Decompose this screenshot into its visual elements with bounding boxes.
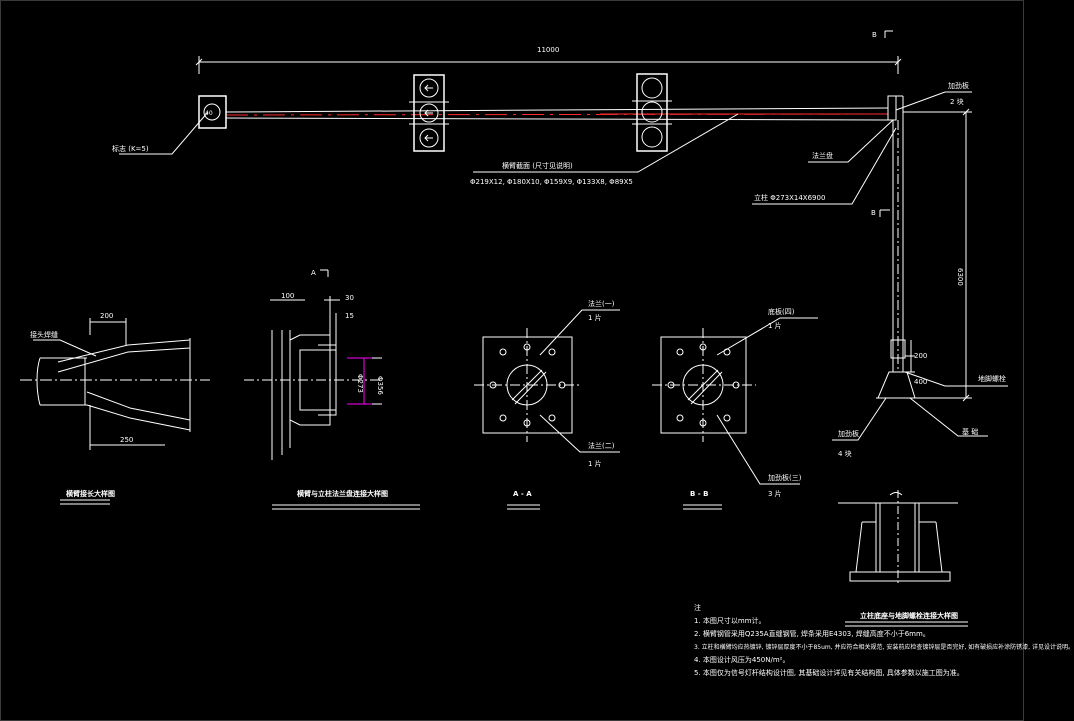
svg-text:200: 200: [914, 352, 927, 360]
note-line: 3. 立柱和横臂均应热镀锌, 镀锌层厚度不小于85um, 并应符合相关规范, 安…: [694, 644, 1074, 651]
svg-text:Φ219X12, Φ180X10, Φ159X9, Φ133: Φ219X12, Φ180X10, Φ159X9, Φ133X8, Φ89X5: [470, 178, 633, 186]
arrow-light-icon: [419, 103, 439, 123]
svg-text:法兰(二): 法兰(二): [588, 441, 615, 450]
svg-text:B: B: [872, 31, 877, 39]
main-elevation: 11000 B 40: [112, 30, 1008, 458]
round-light-icon: [641, 126, 663, 148]
svg-text:3 片: 3 片: [768, 489, 782, 498]
svg-text:法兰(一): 法兰(一): [588, 299, 615, 308]
notes-heading: 注: [694, 604, 701, 612]
base-dims: 200 400: [905, 340, 927, 386]
svg-text:接头焊缝: 接头焊缝: [30, 330, 58, 339]
section-mark-top: B: [872, 30, 893, 39]
arrow-light-icon: [419, 128, 439, 148]
svg-text:A: A: [311, 269, 316, 277]
cad-drawing: 11000 B 40: [20, 30, 1008, 627]
svg-text:6300: 6300: [956, 268, 964, 286]
svg-text:1 片: 1 片: [588, 459, 602, 468]
section-bb: 底板(四) 1 片 加劲板(三) 3 片 B - B: [652, 307, 818, 510]
note-line: 5. 本图仅为信号灯杆结构设计图, 其基础设计详见有关结构图, 具体参数以施工图…: [694, 669, 964, 677]
bb-title: B - B: [690, 490, 708, 498]
svg-text:基 础: 基 础: [962, 427, 978, 436]
round-signal-head: [632, 73, 672, 152]
note-line: 4. 本图设计风压为450N/m²。: [694, 656, 790, 664]
svg-text:30: 30: [345, 294, 354, 302]
svg-text:加劲板: 加劲板: [838, 429, 859, 438]
sign-box: 40: [198, 95, 227, 129]
svg-text:Φ273: Φ273: [356, 374, 364, 393]
base-detail-title: 立柱底座与地脚螺栓连接大样图: [860, 611, 958, 620]
arrow-signal-head: [409, 74, 449, 152]
horizontal-arm: [225, 107, 889, 121]
section-aa: 法兰(一) 1 片 法兰(二) 1 片 A - A: [474, 299, 620, 510]
section-mark-mid: B: [871, 209, 890, 217]
leaders: 标志 (K=5) 横臂截面 (尺寸见说明) Φ219X12, Φ180X10, …: [112, 81, 1008, 458]
svg-text:2 块: 2 块: [950, 97, 964, 106]
flange-detail: A Φ273 Φ356 100 30 15 横臂与立柱法兰盘连接大样图: [244, 269, 420, 510]
note-line: 2. 横臂钢管采用Q235A直缝钢管, 焊条采用E4303, 焊缝高度不小于6m…: [694, 630, 930, 638]
svg-text:100: 100: [281, 292, 294, 300]
svg-text:加劲板: 加劲板: [948, 81, 969, 90]
svg-text:4 块: 4 块: [838, 449, 852, 458]
arrow-light-icon: [419, 78, 439, 98]
svg-text:1 片: 1 片: [588, 313, 602, 322]
span-dimension: 11000: [195, 46, 902, 74]
svg-text:法兰盘: 法兰盘: [812, 151, 833, 160]
svg-text:15: 15: [345, 312, 354, 320]
svg-text:400: 400: [914, 378, 927, 386]
height-dimension: 6300: [903, 108, 972, 402]
taper-title: 横臂接长大样图: [66, 489, 115, 498]
taper-detail: 200 250 接头焊缝 横臂接长大样图: [20, 312, 210, 505]
svg-text:地脚螺栓: 地脚螺栓: [978, 374, 1006, 383]
aa-title: A - A: [513, 490, 532, 498]
flange-title: 横臂与立柱法兰盘连接大样图: [297, 489, 388, 498]
svg-text:加劲板(三): 加劲板(三): [768, 473, 802, 482]
svg-text:B: B: [871, 209, 876, 217]
svg-text:1 片: 1 片: [768, 321, 782, 330]
svg-text:Φ356: Φ356: [376, 376, 384, 395]
svg-text:250: 250: [120, 436, 133, 444]
span-dim-text: 11000: [537, 46, 559, 54]
bolt-holes: [489, 343, 566, 427]
svg-text:标志 (K=5): 标志 (K=5): [112, 144, 149, 153]
svg-text:200: 200: [100, 312, 113, 320]
base-detail: 立柱底座与地脚螺栓连接大样图: [838, 490, 968, 627]
svg-text:40: 40: [205, 110, 213, 117]
svg-text:立柱 Φ273X14X6900: 立柱 Φ273X14X6900: [754, 193, 825, 202]
svg-text:横臂截面 (尺寸见说明): 横臂截面 (尺寸见说明): [502, 161, 573, 170]
round-light-icon: [641, 77, 663, 99]
svg-text:底板(四): 底板(四): [768, 307, 795, 316]
round-light-icon: [641, 101, 663, 123]
note-line: 1. 本图尺寸以mm计。: [694, 617, 766, 625]
pole: [876, 95, 918, 399]
notes-block: 注 1. 本图尺寸以mm计。 2. 横臂钢管采用Q235A直缝钢管, 焊条采用E…: [694, 602, 1074, 680]
